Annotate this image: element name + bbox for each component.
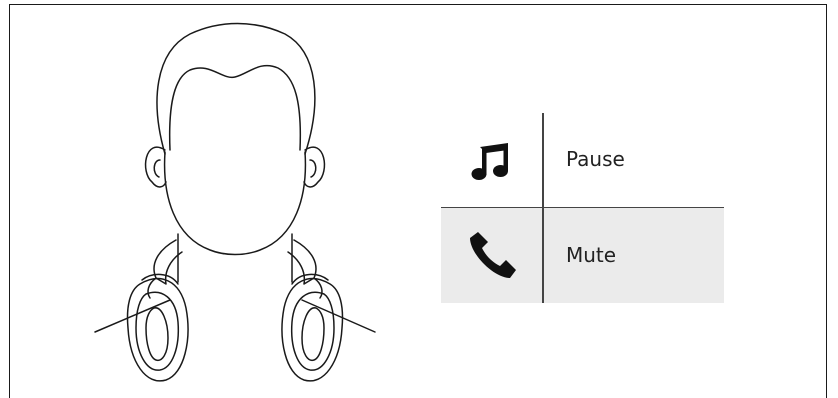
control-row-music: Pause [441,113,724,208]
phone-handset-icon [466,230,518,282]
right-ear [304,147,324,187]
hair-outline [157,24,315,155]
phone-icon-cell [441,208,542,303]
left-ear-cup [128,274,188,380]
pause-label: Pause [566,113,625,208]
music-note-icon [470,141,514,181]
right-shoulder-line [302,300,375,332]
mute-label: Mute [566,208,616,303]
control-row-call: Mute [441,208,724,303]
headset-controls-table: Pause Mute [441,113,724,303]
face-outline [165,152,306,255]
left-shoulder-line [95,300,170,332]
music-icon-cell [441,113,542,208]
person-wearing-headset-illustration [80,22,390,394]
right-ear-cup [282,274,342,380]
left-ear [146,147,166,187]
hairline [170,66,301,150]
column-divider [542,113,544,303]
